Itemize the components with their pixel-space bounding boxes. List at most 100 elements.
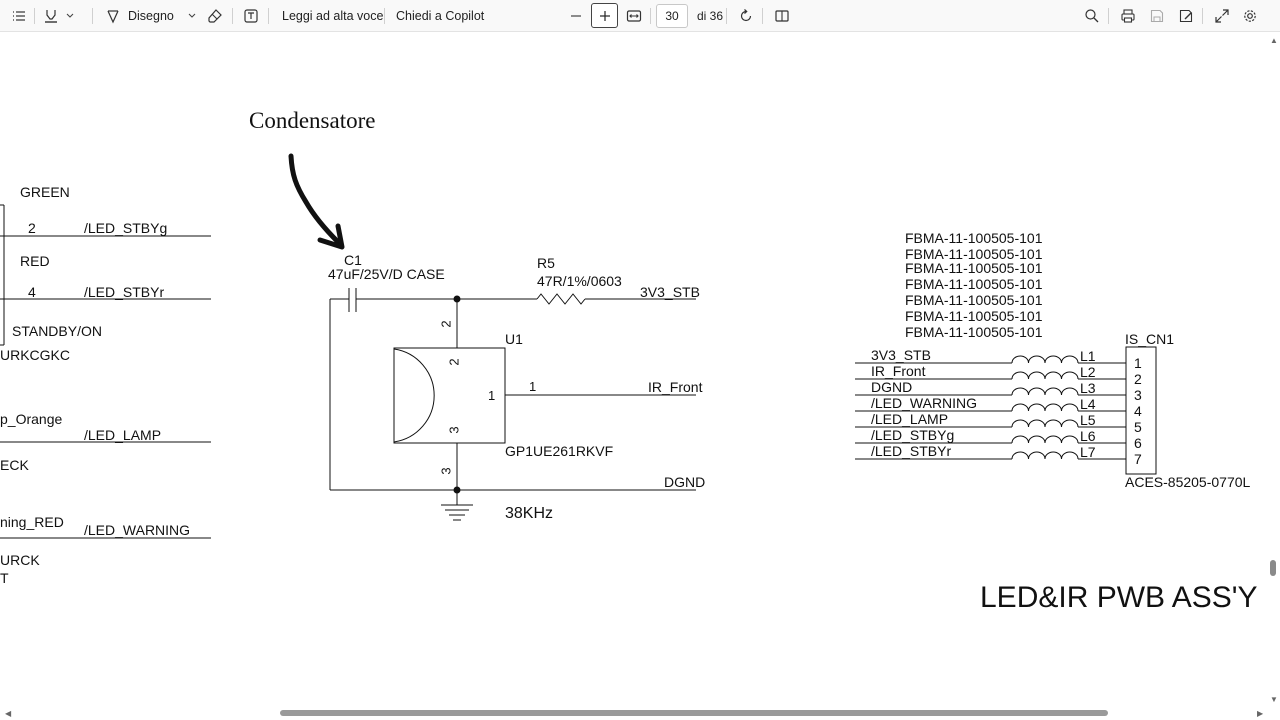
inductor-ref: L2: [1080, 364, 1096, 380]
search-icon: [1081, 5, 1103, 27]
part-label: URKCGKC: [0, 347, 71, 363]
pin-label: 3: [446, 426, 462, 434]
ferrite-part: FBMA-11-100505-101: [905, 324, 1043, 340]
fullscreen-button[interactable]: [1211, 0, 1233, 32]
draw-button[interactable]: Disegno: [102, 0, 200, 32]
connector-ref: IS_CN1: [1125, 331, 1175, 347]
page-number-input[interactable]: 30: [656, 4, 688, 28]
ferrite-part: FBMA-11-100505-101: [905, 308, 1043, 324]
fit-page-icon: [623, 5, 645, 27]
inductor-coil: [1011, 403, 1079, 412]
pin-label: 2: [438, 320, 454, 328]
c1-value: 47uF/25V/D CASE: [328, 266, 445, 282]
label-standby: STANDBY/ON: [12, 323, 102, 339]
connector-pin: 3: [1134, 387, 1142, 403]
inductor-coil: [1011, 371, 1079, 380]
settings-icon: [1239, 5, 1261, 27]
net-label-stbyr: /LED_STBYr: [84, 284, 165, 300]
net-label-dgnd: DGND: [664, 474, 706, 490]
u1-part: GP1UE261RKVF: [505, 443, 614, 459]
zoom-in-icon: [599, 10, 611, 22]
zoom-in-button[interactable]: [591, 3, 618, 28]
inductor-coil: [1011, 451, 1079, 460]
inductor-ref: L4: [1080, 396, 1096, 412]
net-label: IR_Front: [871, 363, 926, 379]
highlight-icon: [40, 5, 62, 27]
net-label: /LED_STBYg: [871, 427, 955, 443]
connector-part: ACES-85205-0770L: [1125, 474, 1251, 490]
pin-label: 1: [488, 388, 496, 403]
inductor-coil: [1011, 435, 1079, 444]
page-total: di 36: [697, 9, 724, 23]
inductor-ref: L3: [1080, 380, 1096, 396]
pin-label: 3: [438, 467, 454, 475]
read-aloud-button[interactable]: Leggi ad alta voce: [282, 0, 383, 32]
copilot-button[interactable]: Chiedi a Copilot: [396, 0, 484, 32]
net-label-ir: IR_Front: [648, 379, 703, 395]
print-button[interactable]: [1117, 0, 1139, 32]
draw-label: Disegno: [128, 9, 174, 23]
chevron-down-icon[interactable]: [62, 5, 78, 27]
text-box-icon: [240, 5, 262, 27]
label-green: GREEN: [20, 184, 70, 200]
ferrite-part: FBMA-11-100505-101: [905, 246, 1043, 262]
r5-ref: R5: [537, 255, 555, 271]
save-as-icon: [1175, 5, 1197, 27]
label-lamp-orange: p_Orange: [0, 411, 63, 427]
ferrite-part: FBMA-11-100505-101: [905, 230, 1043, 246]
eraser-button[interactable]: [204, 0, 226, 32]
inductor-ref: L5: [1080, 412, 1096, 428]
label-red: RED: [20, 253, 50, 269]
r5-value: 47R/1%/0603: [537, 273, 622, 289]
board-title: LED&IR PWB ASS'Y: [980, 581, 1258, 614]
connector-pin: 2: [1134, 371, 1142, 387]
settings-button[interactable]: [1239, 0, 1261, 32]
search-button[interactable]: [1081, 0, 1103, 32]
copilot-label: Chiedi a Copilot: [396, 9, 485, 23]
fit-page-button[interactable]: [623, 0, 645, 32]
ferrite-part: FBMA-11-100505-101: [905, 260, 1043, 276]
scroll-up-arrow[interactable]: ▲: [1270, 36, 1278, 45]
save-as-button[interactable]: [1175, 0, 1197, 32]
horizontal-scrollbar-thumb[interactable]: [280, 710, 1108, 716]
net-label-lamp: /LED_LAMP: [84, 427, 162, 443]
ferrite-part: FBMA-11-100505-101: [905, 276, 1043, 292]
contents-button[interactable]: [8, 0, 30, 32]
draw-icon: [102, 5, 124, 27]
inductor-coil: [1011, 355, 1079, 364]
connector-pin: 1: [1134, 355, 1142, 371]
scroll-down-arrow[interactable]: ▼: [1270, 695, 1278, 704]
net-label-3v3: 3V3_STB: [640, 284, 700, 300]
pin-label: 2: [28, 220, 36, 236]
ferrite-part: FBMA-11-100505-101: [905, 292, 1043, 308]
net-label-stbyg: /LED_STBYg: [84, 220, 168, 236]
rotate-button[interactable]: [735, 0, 757, 32]
net-label: 3V3_STB: [871, 347, 931, 363]
pin-label: 1: [529, 379, 537, 394]
chevron-down-icon[interactable]: [184, 5, 200, 27]
connector-pin: 6: [1134, 435, 1142, 451]
highlight-button[interactable]: [40, 0, 78, 32]
net-label: /LED_WARNING: [871, 395, 978, 411]
page-view-button[interactable]: [771, 0, 793, 32]
connector-pin: 7: [1134, 451, 1142, 467]
page-view-icon: [771, 5, 793, 27]
inductor-ref: L6: [1080, 428, 1096, 444]
vertical-scrollbar-thumb[interactable]: [1270, 560, 1276, 576]
part-label: ECK: [0, 457, 29, 473]
contents-icon: [8, 5, 30, 27]
pin-label: 2: [446, 358, 462, 366]
inductor-ref: L7: [1080, 444, 1096, 460]
inductor-coil: [1011, 419, 1079, 428]
net-label-warning: /LED_WARNING: [84, 522, 191, 538]
read-aloud-label: Leggi ad alta voce: [282, 9, 384, 23]
net-label: /LED_LAMP: [871, 411, 949, 427]
zoom-out-button[interactable]: [565, 0, 587, 32]
scroll-right-arrow[interactable]: ▶: [1257, 709, 1264, 718]
connector-pin: 5: [1134, 419, 1142, 435]
save-button[interactable]: [1146, 0, 1168, 32]
part-label: URCK: [0, 552, 40, 568]
u1-ref: U1: [505, 331, 523, 347]
scroll-left-arrow[interactable]: ◀: [5, 709, 12, 718]
text-box-button[interactable]: [240, 0, 262, 32]
